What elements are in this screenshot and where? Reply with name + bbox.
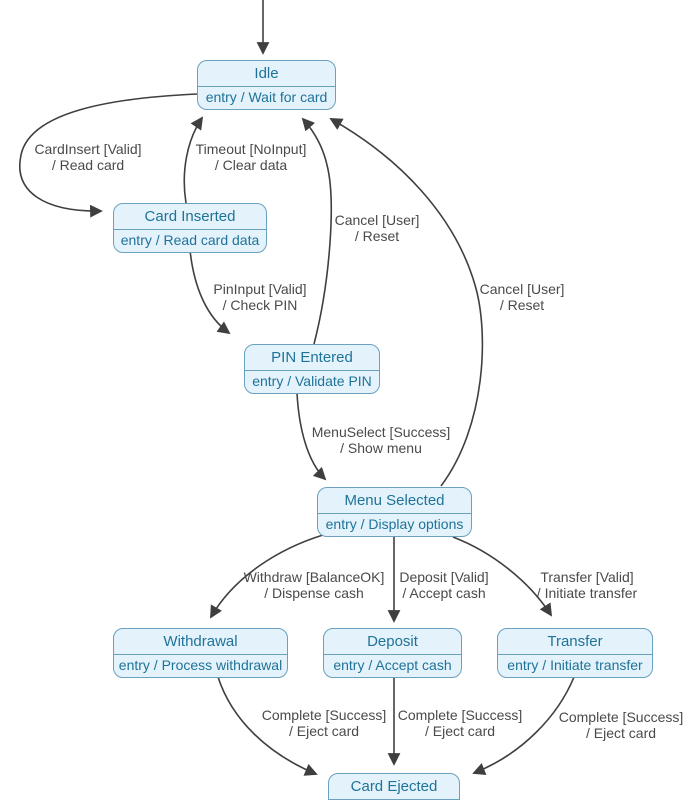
transition-action: / Read card	[51, 157, 125, 173]
transition-action: / Eject card	[424, 723, 496, 739]
state-title: Idle	[254, 65, 279, 82]
edge-menu-selected-to-transfer	[452, 536, 553, 617]
transition-label-cancel-menu: Cancel [User] / Reset	[437, 281, 607, 313]
transition-label-pininput: PinInput [Valid] / Check PIN	[175, 281, 345, 313]
state-entry-action: entry / Validate PIN	[245, 370, 379, 393]
transition-label-complete-transfer: Complete [Success] / Eject card	[536, 709, 692, 741]
edge-withdrawal-to-card-ejected	[217, 676, 318, 776]
transition-label-transfer: Transfer [Valid] / Initiate transfer	[502, 569, 672, 601]
state-entry-action: entry / Read card data	[114, 229, 266, 252]
transition-label-deposit: Deposit [Valid] / Accept cash	[359, 569, 529, 601]
transition-action: / Eject card	[288, 723, 360, 739]
transition-label-complete-withdrawal: Complete [Success] / Eject card	[239, 707, 409, 739]
state-title: Deposit	[367, 633, 418, 650]
state-idle[interactable]: Idle entry / Wait for card	[197, 60, 336, 110]
transition-event: Withdraw [BalanceOK]	[243, 569, 385, 585]
state-deposit[interactable]: Deposit entry / Accept cash	[323, 628, 462, 678]
transition-action: / Check PIN	[222, 297, 298, 313]
transition-label-menuselect: MenuSelect [Success] / Show menu	[296, 424, 466, 456]
transition-event: Complete [Success]	[558, 709, 684, 725]
transition-label-complete-deposit: Complete [Success] / Eject card	[375, 707, 545, 739]
edge-pin-entered-to-idle	[301, 117, 332, 345]
transition-action: / Eject card	[585, 725, 657, 741]
transition-event: Timeout [NoInput]	[195, 141, 307, 157]
state-title: Withdrawal	[163, 633, 238, 650]
state-entry-action: entry / Wait for card	[198, 86, 335, 109]
edge-card-inserted-to-pin-entered	[189, 249, 231, 335]
state-title: Transfer	[547, 633, 603, 650]
edge-menu-selected-to-idle	[329, 118, 484, 487]
transition-action: / Reset	[354, 228, 400, 244]
transition-event: Complete [Success]	[397, 707, 523, 723]
transition-event: CardInsert [Valid]	[34, 141, 142, 157]
transition-action: / Initiate transfer	[536, 585, 638, 601]
state-transfer[interactable]: Transfer entry / Initiate transfer	[497, 628, 653, 678]
transition-label-timeout: Timeout [NoInput] / Clear data	[166, 141, 336, 173]
edge-transfer-to-card-ejected	[472, 676, 575, 775]
transition-action: / Show menu	[340, 440, 422, 456]
edge-menu-selected-to-withdrawal	[210, 534, 324, 619]
edge-card-inserted-to-idle	[183, 116, 204, 204]
transition-event: Transfer [Valid]	[540, 569, 634, 585]
transition-label-withdraw: Withdraw [BalanceOK] / Dispense cash	[229, 569, 399, 601]
transition-action: / Dispense cash	[264, 585, 364, 601]
transition-label-cardinsert: CardInsert [Valid] / Read card	[3, 141, 173, 173]
state-title: PIN Entered	[271, 349, 353, 366]
transition-action: / Clear data	[214, 157, 288, 173]
state-entry-action: entry / Display options	[318, 513, 471, 536]
state-card-inserted[interactable]: Card Inserted entry / Read card data	[113, 203, 267, 253]
transition-event: PinInput [Valid]	[213, 281, 307, 297]
state-entry-action: entry / Initiate transfer	[498, 654, 652, 677]
transition-event: MenuSelect [Success]	[311, 424, 451, 440]
state-menu-selected[interactable]: Menu Selected entry / Display options	[317, 487, 472, 537]
state-withdrawal[interactable]: Withdrawal entry / Process withdrawal	[113, 628, 288, 678]
transition-action: / Accept cash	[402, 585, 486, 601]
transition-event: Cancel [User]	[479, 281, 565, 297]
transition-event: Cancel [User]	[334, 212, 420, 228]
state-title: Menu Selected	[344, 492, 445, 509]
state-card-ejected[interactable]: Card Ejected	[328, 773, 460, 800]
state-title: Card Ejected	[350, 778, 438, 795]
edge-idle-to-card-inserted	[19, 93, 198, 218]
transition-event: Complete [Success]	[261, 707, 387, 723]
state-entry-action: entry / Accept cash	[324, 654, 461, 677]
state-title: Card Inserted	[144, 208, 236, 225]
state-pin-entered[interactable]: PIN Entered entry / Validate PIN	[244, 344, 380, 394]
edge-pin-entered-to-menu-selected	[296, 392, 327, 481]
transition-action: / Reset	[499, 297, 545, 313]
transition-label-cancel-pin: Cancel [User] / Reset	[292, 212, 462, 244]
transition-event: Deposit [Valid]	[399, 569, 489, 585]
state-entry-action: entry / Process withdrawal	[114, 654, 287, 677]
